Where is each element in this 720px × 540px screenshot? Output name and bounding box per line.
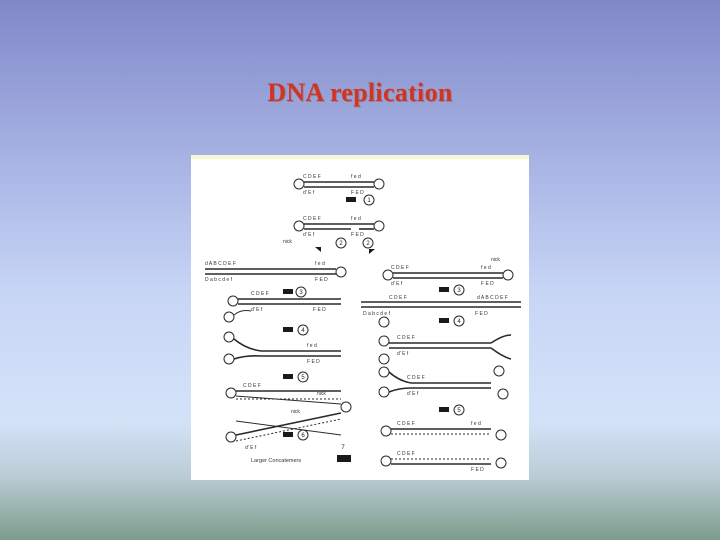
left-long-molecule: d A B C D E F D a b c d e f f e d F E D xyxy=(205,261,347,283)
step-marker-4b: 4 xyxy=(453,315,465,327)
right-dashed-molecule-2: C D E F F E D xyxy=(380,451,507,473)
step-marker-3a: 3 xyxy=(295,286,307,298)
step-marker-4a: 4 xyxy=(297,324,309,336)
arrow-icon xyxy=(283,432,293,437)
step-number: 5 xyxy=(301,375,305,381)
arrow-icon xyxy=(369,249,375,254)
strand-label: C D E F xyxy=(391,265,409,271)
arrow-icon xyxy=(439,407,449,412)
strand-label: C D E F xyxy=(397,421,415,427)
step-number: 5 xyxy=(457,408,461,414)
step-number: 2 xyxy=(366,241,370,247)
arrow-icon xyxy=(439,318,449,323)
left-branched-molecule: C D E F nick nick xyxy=(225,383,352,415)
nick-label: nick xyxy=(491,257,500,263)
step-marker-5b: 5 xyxy=(453,404,465,416)
strand-label: C D E F xyxy=(303,174,321,180)
right-molecule-a: C D E F f e d d' E f F E D nick xyxy=(382,257,514,287)
arrow-icon xyxy=(346,197,356,202)
arrow-icon xyxy=(337,455,351,462)
step-1-molecule: C D E F f e d d' E f F E D nick xyxy=(283,216,385,245)
strand-label: d' E f xyxy=(251,307,263,313)
strand-label: F E D xyxy=(471,467,484,473)
nick-label: nick xyxy=(283,239,292,245)
replication-diagram-svg: C D E F f e d d' E f F E D 1 C D E F f e… xyxy=(205,174,521,473)
right-long-molecule: C D E F d A B C D E F D a b c d e f F E … xyxy=(361,295,521,328)
step-marker-1: 1 xyxy=(363,194,375,206)
strand-label: d' E f xyxy=(245,445,257,451)
strand-label: f e d xyxy=(351,216,361,222)
strand-label: d' E f xyxy=(303,190,315,196)
left-fork-molecule-1: C D E F d' E f F E D xyxy=(223,291,341,323)
step-number: 4 xyxy=(301,328,305,334)
strand-label: d A B C D E F xyxy=(477,295,508,301)
step-number: 2 xyxy=(339,241,343,247)
strand-label: D a b c d e f xyxy=(205,277,233,283)
strand-label: C D E F xyxy=(303,216,321,222)
strand-label: d' E f xyxy=(407,391,419,397)
nick-label: nick xyxy=(291,409,300,415)
left-crossed-molecule: d' E f xyxy=(225,412,342,451)
step-marker-5a: 5 xyxy=(297,371,309,383)
right-fork-molecule-1: C D E F d' E f xyxy=(378,334,512,377)
figure-caption: Larger Concatemers xyxy=(251,458,301,464)
strand-label: F E D xyxy=(351,232,364,238)
replication-diagram: C D E F f e d d' E f F E D 1 C D E F f e… xyxy=(191,155,529,480)
slide-title: DNA replication xyxy=(267,78,453,107)
arrow-icon xyxy=(315,247,321,252)
step-0-molecule: C D E F f e d d' E f F E D xyxy=(293,174,385,196)
strand-label: f e d xyxy=(481,265,491,271)
strand-label: f e d xyxy=(307,343,317,349)
strand-label: d' E f xyxy=(397,351,409,357)
strand-label: C D E F xyxy=(251,291,269,297)
strand-label: C D E F xyxy=(397,335,415,341)
step-number: 4 xyxy=(457,319,461,325)
arrow-icon xyxy=(439,287,449,292)
left-fork-molecule-2: f e d F E D xyxy=(223,331,341,365)
step-marker-7: 7 xyxy=(341,445,345,451)
strand-label: f e d xyxy=(351,174,361,180)
step-marker-6a: 6 xyxy=(297,429,309,441)
strand-label: C D E F xyxy=(397,451,415,457)
strand-label: C D E F xyxy=(243,383,261,389)
strand-label: d' E f xyxy=(303,232,315,238)
strand-label: F E D xyxy=(475,311,488,317)
strand-label: F E D xyxy=(315,277,328,283)
nick-label: nick xyxy=(317,391,326,397)
strand-label: C D E F xyxy=(407,375,425,381)
strand-label: d' E f xyxy=(391,281,403,287)
strand-label: D a b c d e f xyxy=(363,311,391,317)
step-number: 6 xyxy=(301,433,305,439)
step-number: 1 xyxy=(367,198,371,204)
strand-label: d A B C D E F xyxy=(205,261,236,267)
step-marker-3b: 3 xyxy=(453,284,465,296)
strand-label: C D E F xyxy=(389,295,407,301)
step-number: 3 xyxy=(457,288,461,294)
arrow-icon xyxy=(283,374,293,379)
strand-label: F E D xyxy=(481,281,494,287)
strand-label: F E D xyxy=(313,307,326,313)
strand-label: F E D xyxy=(351,190,364,196)
arrow-icon xyxy=(283,327,293,332)
strand-label: F E D xyxy=(307,359,320,365)
strand-label: f e d xyxy=(471,421,481,427)
step-number: 3 xyxy=(299,290,303,296)
right-dashed-molecule-1: C D E F f e d xyxy=(380,421,507,441)
right-fork-molecule-2: C D E F d' E f xyxy=(378,366,509,400)
strand-label: f e d xyxy=(315,261,325,267)
step-marker-2b: 2 xyxy=(362,237,374,249)
step-marker-2a: 2 xyxy=(335,237,347,249)
arrow-icon xyxy=(283,289,293,294)
step-number: 7 xyxy=(341,445,345,451)
